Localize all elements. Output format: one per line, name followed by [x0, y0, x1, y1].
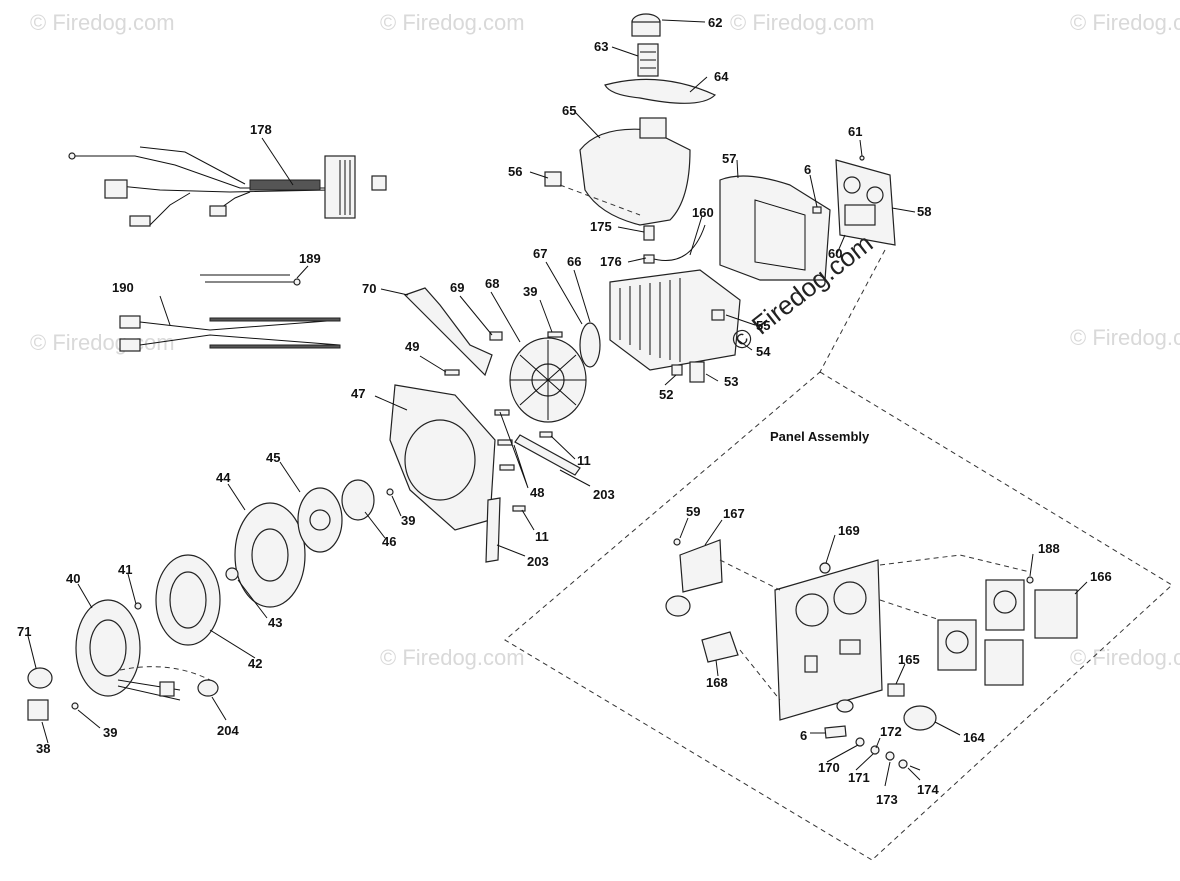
callout-65: 65 — [562, 103, 576, 118]
callout-164: 164 — [963, 730, 985, 745]
callout-11: 11 — [577, 453, 591, 468]
callout-59: 59 — [686, 504, 700, 519]
panel-assembly-parts — [665, 538, 1078, 771]
callout-176: 176 — [600, 254, 622, 269]
callout-166: 166 — [1090, 569, 1112, 584]
callout-46: 46 — [382, 534, 396, 549]
watermark: © Firedog.com — [30, 330, 175, 355]
callout-57: 57 — [722, 151, 736, 166]
callout-63: 63 — [594, 39, 608, 54]
callout-45: 45 — [266, 450, 280, 465]
recoil-starter-group — [403, 287, 601, 423]
callout-178: 178 — [250, 122, 272, 137]
callout-58: 58 — [917, 204, 931, 219]
fan-housing-47 — [389, 384, 581, 563]
callout-41: 41 — [118, 562, 132, 577]
callout-40: 40 — [66, 571, 80, 586]
callout-190: 190 — [112, 280, 134, 295]
watermark: © Firedog.com — [380, 645, 525, 670]
callout-39: 39 — [401, 513, 415, 528]
callout-62: 62 — [708, 15, 722, 30]
callout-172: 172 — [880, 724, 902, 739]
callout-69: 69 — [450, 280, 464, 295]
callout-67: 67 — [533, 246, 547, 261]
callout-188: 188 — [1038, 541, 1060, 556]
callout-203: 203 — [593, 487, 615, 502]
callout-71: 71 — [17, 624, 31, 639]
callout-55: 55 — [756, 318, 770, 333]
callout-42: 42 — [248, 656, 262, 671]
callout-171: 171 — [848, 770, 870, 785]
watermark: © Firedog.com — [1070, 325, 1180, 350]
watermark: © Firedog.com — [1070, 10, 1180, 35]
panel-58 — [835, 155, 896, 246]
callout-204: 204 — [217, 723, 239, 738]
leader-lines — [27, 19, 1088, 787]
callout-53: 53 — [724, 374, 738, 389]
inverter-module-54 — [609, 269, 741, 383]
callout-39: 39 — [103, 725, 117, 740]
panel-assembly-region: Panel Assembly — [504, 249, 1173, 861]
callout-167: 167 — [723, 506, 745, 521]
wire-harness-178 — [68, 146, 387, 227]
callout-170: 170 — [818, 760, 840, 775]
callout-49: 49 — [405, 339, 419, 354]
callout-60: 60 — [828, 246, 842, 261]
callout-43: 43 — [268, 615, 282, 630]
rotor-group — [225, 479, 394, 608]
callout-47: 47 — [351, 386, 365, 401]
watermark: © Firedog.com — [1070, 645, 1180, 670]
callout-6: 6 — [804, 162, 811, 177]
callout-66: 66 — [567, 254, 581, 269]
callout-39: 39 — [523, 284, 537, 299]
watermark: © Firedog.com — [380, 10, 525, 35]
callout-203: 203 — [527, 554, 549, 569]
watermarks: © Firedog.com © Firedog.com © Firedog.co… — [30, 10, 1180, 670]
callout-64: 64 — [714, 69, 729, 84]
wires-189-190 — [119, 274, 341, 352]
callout-165: 165 — [898, 652, 920, 667]
callout-61: 61 — [848, 124, 862, 139]
callout-56: 56 — [508, 164, 522, 179]
callout-174: 174 — [917, 782, 939, 797]
callout-labels: 62 63 64 65 56 57 6 61 58 60 175 160 176… — [17, 15, 1112, 807]
watermark: © Firedog.com — [30, 10, 175, 35]
callout-175: 175 — [590, 219, 612, 234]
frame-57 — [719, 175, 831, 281]
callout-54: 54 — [756, 344, 771, 359]
watermark: © Firedog.com — [730, 10, 875, 35]
flywheel-stator-group — [27, 554, 221, 721]
callout-52: 52 — [659, 387, 673, 402]
callout-169: 169 — [838, 523, 860, 538]
callout-11: 11 — [535, 529, 549, 544]
callout-160: 160 — [692, 205, 714, 220]
callout-68: 68 — [485, 276, 499, 291]
callout-189: 189 — [299, 251, 321, 266]
panel-assembly-title: Panel Assembly — [770, 429, 870, 444]
callout-70: 70 — [362, 281, 376, 296]
fuel-tank-group — [544, 13, 717, 264]
callout-168: 168 — [706, 675, 728, 690]
callout-44: 44 — [216, 470, 231, 485]
callout-38: 38 — [36, 741, 50, 756]
callout-48: 48 — [530, 485, 544, 500]
callout-173: 173 — [876, 792, 898, 807]
callout-6: 6 — [800, 728, 807, 743]
